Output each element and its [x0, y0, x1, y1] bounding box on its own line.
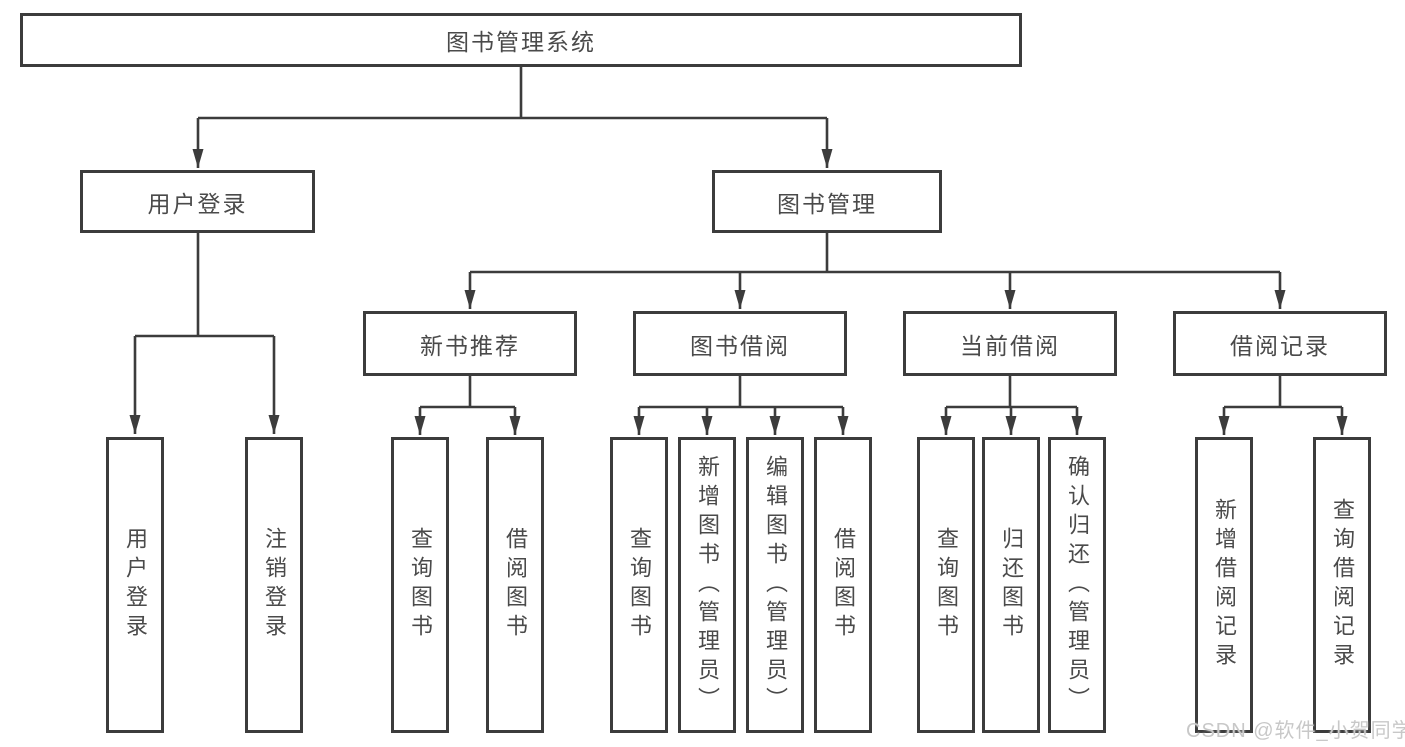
node-book-borrowing: 图书借阅 — [633, 311, 847, 376]
node-user-login: 用户登录 — [80, 170, 315, 233]
leaf-label: 新增图书（管理员） — [695, 454, 720, 716]
leaf-borrow-books: 借阅图书 — [486, 437, 544, 733]
leaf-label: 确认归还（管理员） — [1065, 454, 1090, 716]
leaf-label: 编辑图书（管理员） — [763, 454, 788, 716]
leaf-query-books: 查询图书 — [391, 437, 449, 733]
leaf-label: 查询图书 — [934, 527, 959, 643]
leaf-edit-book-admin: 编辑图书（管理员） — [746, 437, 804, 733]
node-label: 图书管理 — [777, 190, 877, 217]
leaf-label: 查询借阅记录 — [1330, 498, 1355, 672]
leaf-query-borrow-record: 查询借阅记录 — [1313, 437, 1371, 733]
node-label: 用户登录 — [147, 190, 248, 217]
node-label: 当前借阅 — [960, 332, 1060, 359]
node-label: 图书借阅 — [690, 332, 790, 359]
leaf-label: 用户登录 — [123, 527, 148, 643]
leaf-label: 查询图书 — [408, 527, 433, 643]
node-new-book-recommendation: 新书推荐 — [363, 311, 577, 376]
leaf-label: 借阅图书 — [503, 527, 528, 643]
leaf-add-book-admin: 新增图书（管理员） — [678, 437, 736, 733]
leaf-label: 归还图书 — [999, 527, 1024, 643]
leaf-borrow-books: 借阅图书 — [814, 437, 872, 733]
node-library-management-system: 图书管理系统 — [20, 13, 1022, 67]
leaf-label: 查询图书 — [627, 527, 652, 643]
node-current-borrowing: 当前借阅 — [903, 311, 1117, 376]
leaf-query-books: 查询图书 — [610, 437, 668, 733]
leaf-confirm-return-admin: 确认归还（管理员） — [1048, 437, 1106, 733]
node-label: 借阅记录 — [1230, 332, 1330, 359]
leaf-label: 借阅图书 — [831, 527, 856, 643]
leaf-user-login: 用户登录 — [106, 437, 164, 733]
node-book-management: 图书管理 — [712, 170, 942, 233]
csdn-watermark: CSDN @软件_小贺同学 — [1186, 720, 1405, 742]
leaf-add-borrow-record: 新增借阅记录 — [1195, 437, 1253, 733]
leaf-label: 注销登录 — [262, 527, 287, 643]
node-borrowing-records: 借阅记录 — [1173, 311, 1387, 376]
leaf-label: 新增借阅记录 — [1212, 498, 1237, 672]
leaf-query-books: 查询图书 — [917, 437, 975, 733]
leaf-return-book: 归还图书 — [982, 437, 1040, 733]
node-label: 图书管理系统 — [446, 29, 596, 55]
leaf-logout: 注销登录 — [245, 437, 303, 733]
node-label: 新书推荐 — [420, 332, 520, 359]
